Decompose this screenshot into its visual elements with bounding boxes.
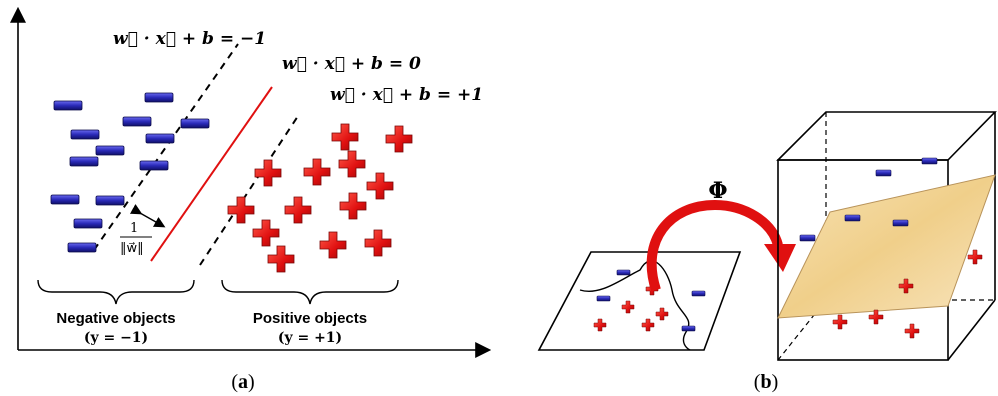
panel-b: Φ (b)	[537, 111, 997, 393]
caption-b: (b)	[754, 371, 778, 393]
equation-zero: w⃗ · x⃗ + b = 0	[282, 54, 421, 74]
plus-marker	[385, 125, 413, 153]
plus-marker	[868, 309, 884, 325]
nonlinear-boundary	[579, 260, 691, 351]
positive-objects	[227, 123, 413, 273]
mapping-arrow-head	[764, 244, 796, 272]
minus-marker	[95, 145, 125, 156]
input-space-plane	[537, 251, 742, 351]
minus-marker	[70, 129, 100, 140]
margin-denominator: ‖w⃗‖	[120, 241, 144, 256]
caption-a: (a)	[231, 371, 254, 393]
hyperplane-line	[150, 86, 273, 262]
minus-marker	[799, 234, 816, 242]
caption-b-close: )	[772, 371, 779, 393]
minus-marker	[145, 133, 175, 144]
minus-marker	[681, 325, 696, 332]
plus-marker	[331, 123, 359, 151]
minus-marker	[95, 195, 125, 206]
plus-marker	[904, 323, 920, 339]
positive-brace	[221, 279, 399, 305]
plus-marker	[366, 172, 394, 200]
negative-brace	[37, 279, 195, 305]
box-top-face	[776, 111, 997, 161]
minus-marker	[180, 118, 210, 129]
minus-marker	[139, 160, 169, 171]
plus-marker	[284, 196, 312, 224]
minus-marker	[596, 295, 611, 302]
minus-marker	[616, 269, 631, 276]
separating-hyperplane	[777, 174, 996, 319]
positive-group-y: (y = +1)	[278, 330, 342, 346]
caption-b-letter: b	[760, 371, 771, 393]
positive-group-label: Positive objects	[253, 310, 367, 327]
margin-arrow	[129, 203, 166, 228]
plus-marker	[621, 300, 635, 314]
caption-a-open: (	[231, 371, 238, 393]
positive-margin-line	[199, 112, 301, 266]
margin-numerator: 1	[130, 221, 138, 236]
mapping-symbol: Φ	[708, 178, 727, 204]
negative-objects	[50, 92, 210, 253]
plus-marker	[967, 249, 983, 265]
minus-marker	[691, 290, 706, 297]
plus-marker	[254, 159, 282, 187]
box-bottom-right-edge	[947, 299, 996, 361]
feature-negative-objects	[799, 157, 938, 242]
minus-marker	[921, 157, 938, 165]
input-negative-objects	[596, 269, 706, 332]
plus-marker	[319, 231, 347, 259]
negative-group-label: Negative objects	[56, 310, 175, 327]
minus-marker	[67, 242, 97, 253]
minus-marker	[122, 116, 152, 127]
plus-marker	[364, 229, 392, 257]
minus-marker	[69, 156, 99, 167]
negative-margin-line	[93, 43, 239, 251]
equation-negative: w⃗ · x⃗ + b = −1	[113, 29, 266, 49]
plus-marker	[252, 219, 280, 247]
plus-marker	[227, 196, 255, 224]
panel-a: 1 ‖w⃗‖ w⃗ · x⃗ + b = −1 w⃗ · x⃗ + b = 0 …	[10, 6, 492, 393]
mapping-arrow	[646, 199, 783, 292]
minus-marker	[844, 214, 861, 222]
plus-marker	[898, 278, 914, 294]
plus-marker	[593, 318, 607, 332]
plus-marker	[339, 192, 367, 220]
minus-marker	[53, 100, 83, 111]
caption-a-letter: a	[238, 371, 248, 393]
minus-marker	[144, 92, 174, 103]
feature-positive-objects	[832, 249, 983, 339]
minus-marker	[892, 219, 909, 227]
caption-a-close: )	[248, 371, 255, 393]
plus-marker	[641, 318, 655, 332]
negative-group-y: (y = −1)	[84, 330, 148, 346]
plus-marker	[655, 307, 669, 321]
minus-marker	[73, 218, 103, 229]
equation-positive: w⃗ · x⃗ + b = +1	[330, 85, 483, 105]
plus-marker	[267, 245, 295, 273]
plus-marker	[338, 150, 366, 178]
plus-marker	[832, 314, 848, 330]
caption-b-open: (	[754, 371, 761, 393]
minus-marker	[875, 169, 892, 177]
plus-marker	[303, 158, 331, 186]
minus-marker	[50, 194, 80, 205]
